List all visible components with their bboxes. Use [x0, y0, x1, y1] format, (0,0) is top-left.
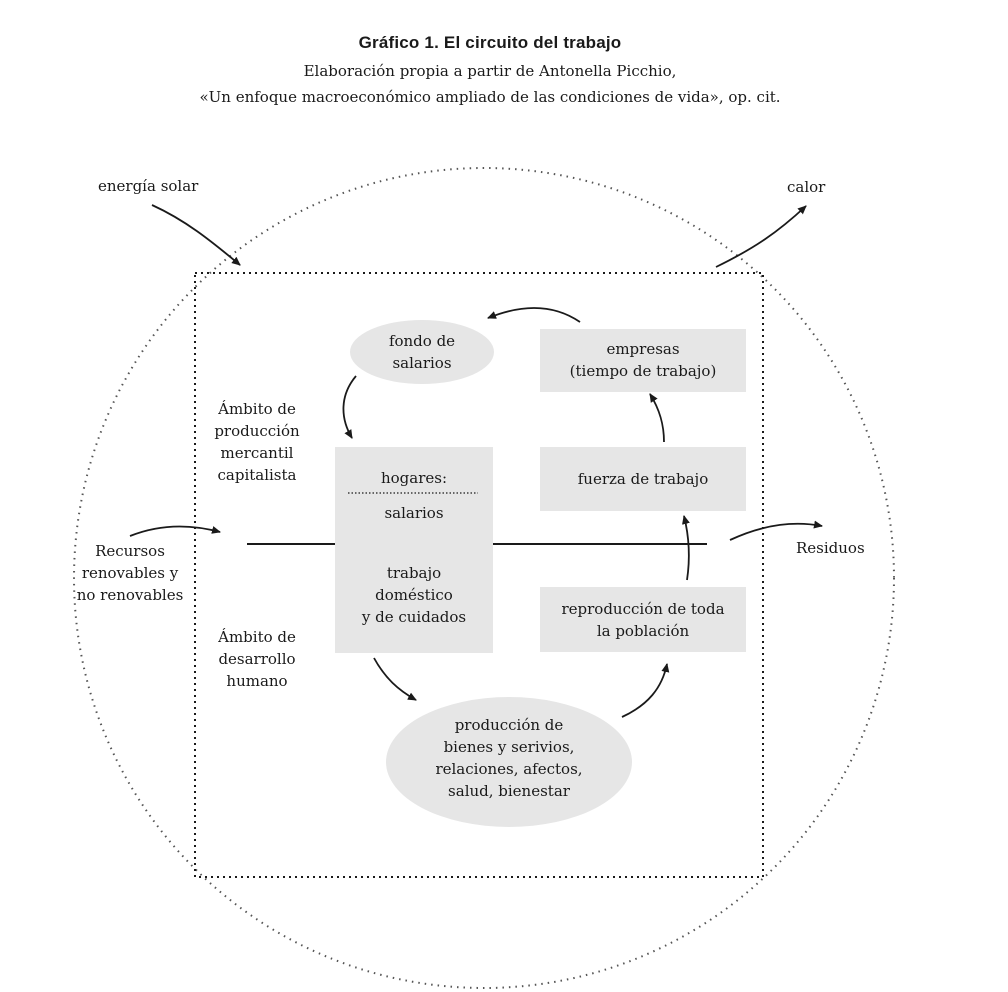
reproduccion-line1: reproducción de toda	[561, 600, 725, 618]
ambito-mercantil-label: Ámbito de producción mercantil capitalis…	[198, 398, 316, 486]
ambito-mercantil-line4: capitalista	[217, 466, 297, 484]
arrow-produccion-to-reproduccion	[621, 663, 670, 718]
trabajo-line3: y de cuidados	[361, 608, 467, 626]
arrow-calor	[715, 205, 807, 268]
residuos-label: Residuos	[796, 539, 865, 557]
arrow-fondo-to-hogares	[342, 375, 357, 439]
reproduccion-node	[540, 587, 746, 652]
salarios-text: salarios	[384, 504, 444, 522]
recursos-line3: no renovables	[76, 586, 184, 604]
produccion-line4: salud, bienestar	[448, 782, 570, 800]
trabajo-domestico-text: trabajo doméstico y de cuidados	[335, 562, 493, 628]
ambito-humano-label: Ámbito de desarrollo humano	[198, 626, 316, 692]
ambito-humano-line1: Ámbito de	[218, 628, 296, 646]
empresas-line2: (tiempo de trabajo)	[569, 362, 717, 380]
fondo-de-salarios-text: fondo de salarios	[352, 330, 492, 374]
outer-dotted-circle	[73, 167, 895, 989]
ambito-mercantil-line2: producción	[214, 422, 300, 440]
empresas-node	[540, 329, 746, 392]
trabajo-line1: trabajo	[386, 564, 442, 582]
produccion-line1: producción de	[454, 716, 564, 734]
hogares-text: hogares:	[380, 469, 448, 487]
arrow-residuos	[729, 520, 823, 541]
calor-label: calor	[787, 178, 826, 196]
recursos-line2: renovables y	[81, 564, 179, 582]
arrow-energia-solar	[151, 204, 241, 266]
arrow-empresas-to-fondo	[487, 306, 581, 323]
fondo-de-salarios-node	[350, 320, 494, 384]
empresas-text: empresas (tiempo de trabajo)	[540, 338, 746, 382]
produccion-line2: bienes y serivios,	[443, 738, 575, 756]
fuerza-de-trabajo-node	[540, 447, 746, 511]
ambito-humano-line3: humano	[226, 672, 288, 690]
recursos-line1: Recursos	[95, 542, 165, 560]
reproduccion-line2: la población	[596, 622, 690, 640]
ambito-mercantil-line3: mercantil	[220, 444, 294, 462]
empresas-line1: empresas	[606, 340, 680, 358]
ambito-mercantil-line1: Ámbito de	[218, 400, 296, 418]
energia-solar-label: energía solar	[98, 177, 199, 195]
arrow-fuerza-to-empresas	[649, 393, 665, 443]
fondo-line2: salarios	[392, 354, 452, 372]
arrow-recursos	[129, 525, 221, 537]
chart-subtitle-line1: Elaboración propia a partir de Antonella…	[303, 62, 677, 80]
ambito-humano-line2: desarrollo	[218, 650, 296, 668]
fondo-line1: fondo de	[388, 332, 456, 350]
chart-subtitle-line2: «Un enfoque macroeconómico ampliado de l…	[199, 88, 781, 106]
recursos-label: Recursos renovables y no renovables	[60, 540, 200, 606]
produccion-line3: relaciones, afectos,	[435, 760, 583, 778]
fuerza-de-trabajo-text: fuerza de trabajo	[577, 470, 709, 488]
produccion-text: producción de bienes y serivios, relacio…	[400, 714, 618, 802]
hogares-node	[335, 447, 493, 653]
produccion-node	[386, 697, 632, 827]
trabajo-line2: doméstico	[375, 586, 453, 604]
inner-dotted-square	[194, 272, 764, 878]
chart-title: Gráfico 1. El circuito del trabajo	[358, 33, 622, 52]
arrow-reproduccion-to-fuerza	[682, 515, 690, 581]
arrow-trabajo-to-produccion	[373, 657, 417, 701]
reproduccion-text: reproducción de toda la población	[540, 598, 746, 642]
